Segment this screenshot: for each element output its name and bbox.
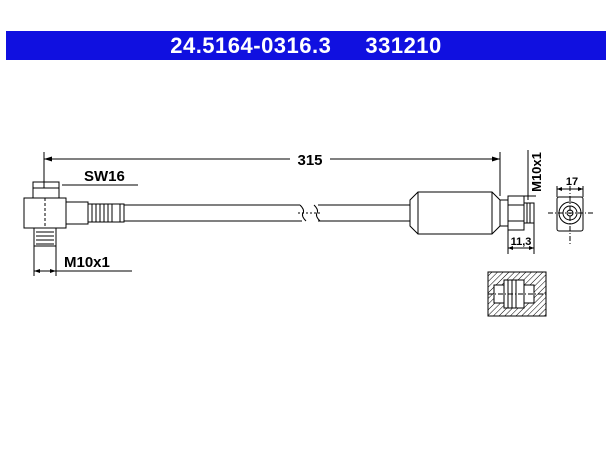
end-diameter-label: 17	[566, 176, 578, 188]
fitting-length-dimension: 11,3	[507, 223, 535, 254]
hose	[124, 204, 410, 222]
left-thread-dimension: M10x1	[33, 246, 132, 276]
length-dimension: 315	[43, 152, 501, 196]
end-view: 17	[548, 176, 594, 244]
title-bar: 24.5164-0316.3 331210	[6, 31, 606, 60]
left-fitting	[23, 181, 125, 247]
arrow-icon	[529, 246, 534, 250]
right-thread-label: M10x1	[529, 152, 544, 192]
left-thread-label: M10x1	[64, 254, 110, 271]
arrow-icon	[578, 187, 583, 191]
right-fitting	[409, 191, 535, 235]
reference-number: 331210	[365, 33, 442, 58]
arrow-right-icon	[492, 156, 500, 162]
wrench-size-label: SW16	[84, 168, 125, 185]
wrench-size-callout: SW16	[62, 168, 138, 186]
right-thread-dimension: M10x1	[524, 150, 544, 200]
part-number: 24.5164-0316.3	[170, 33, 332, 58]
arrow-left-icon	[44, 156, 52, 162]
fitting-length-label: 11,3	[511, 236, 532, 248]
arrow-icon	[34, 269, 40, 273]
arrow-icon	[508, 246, 513, 250]
section-detail	[487, 271, 547, 317]
arrow-icon	[50, 269, 56, 273]
length-label: 315	[297, 152, 322, 169]
arrow-icon	[557, 187, 562, 191]
